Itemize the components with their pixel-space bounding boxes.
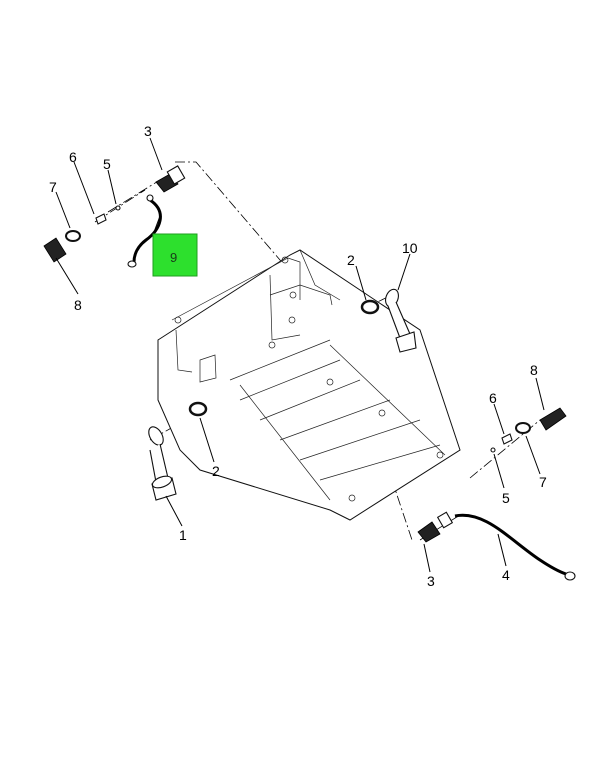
callout-6-left: 6 [69,149,77,165]
callout-6-right: 6 [489,390,497,406]
leader-lines [55,137,545,573]
lower-connector-assembly [417,407,576,581]
callout-3-top: 3 [144,123,152,139]
part-2-ring-left [188,401,208,417]
part-2-ring-right [360,299,380,315]
callout-3-bottom: 3 [427,573,435,589]
callout-2-right: 2 [347,252,355,268]
callout-5-left: 5 [103,156,111,172]
callout-4: 4 [502,567,510,583]
callout-8-left: 8 [74,297,82,313]
upper-connector-assembly [43,165,186,263]
callout-10: 10 [402,240,418,256]
callout-7-left: 7 [49,179,57,195]
part-10-post [385,288,417,353]
callout-1: 1 [179,527,187,543]
callout-8-right: 8 [530,362,538,378]
part-9-cable [127,194,162,268]
callout-9: 9 [170,250,177,265]
highlight-box [152,233,198,277]
callout-2-left: 2 [212,463,220,479]
battery-tray-frame [157,249,461,521]
callout-5-right: 5 [502,490,510,506]
callout-labels: 3 6 5 7 8 9 2 10 2 1 8 6 7 5 3 4 [49,123,547,589]
part-1-post [148,426,177,501]
callout-7-right: 7 [539,474,547,490]
